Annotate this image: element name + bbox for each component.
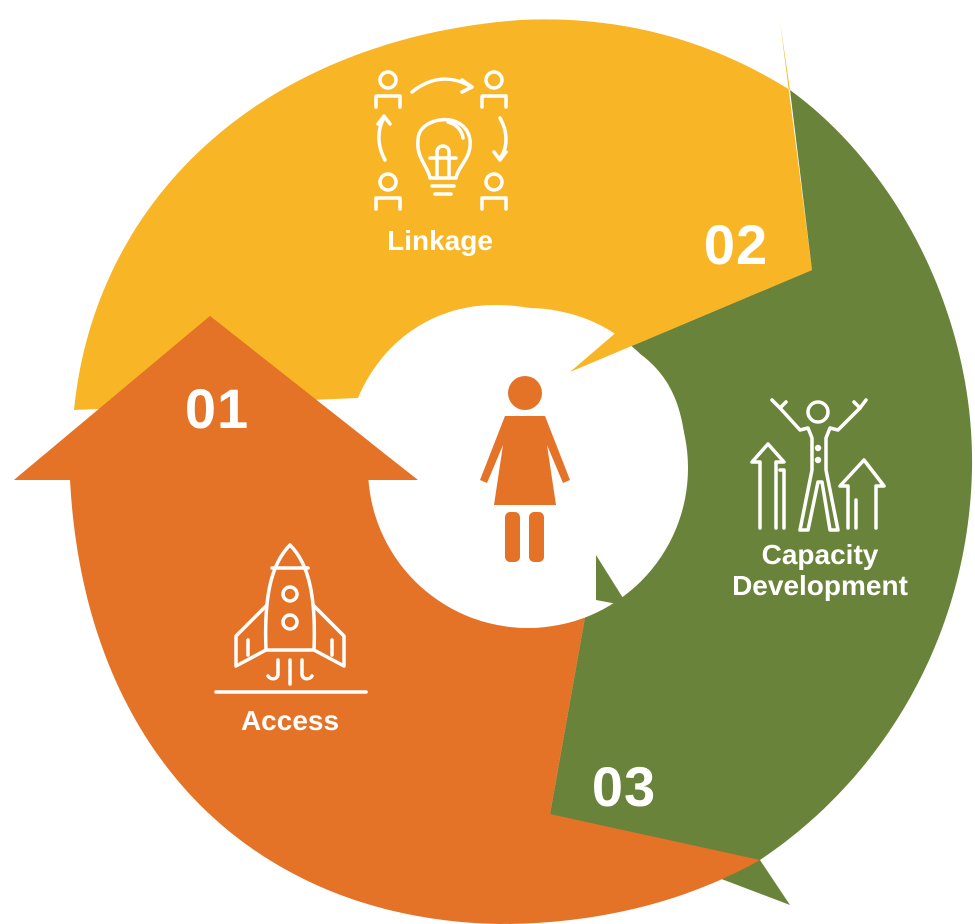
woman-icon: [480, 376, 570, 562]
step-label-capacity-development: Capacity Development: [690, 539, 950, 602]
step-number-03: 03: [591, 755, 657, 818]
step-label-capacity-line-2: Development: [732, 569, 908, 601]
lightbulb-network-icon: [374, 70, 508, 211]
step-label-capacity-line-1: Capacity: [761, 539, 879, 570]
step-number-01: 01: [184, 377, 250, 440]
arrow-head-access: [14, 316, 418, 480]
arrow-head-capacity: [596, 555, 628, 606]
segment-linkage: [74, 19, 812, 411]
step-number-02: 02: [703, 213, 769, 276]
rocket-icon: [214, 543, 368, 694]
step-label-linkage: Linkage: [387, 225, 493, 256]
step-label-access: Access: [240, 705, 340, 736]
person-growth-icon: [750, 398, 886, 532]
arrow-head-linkage: [570, 270, 812, 372]
